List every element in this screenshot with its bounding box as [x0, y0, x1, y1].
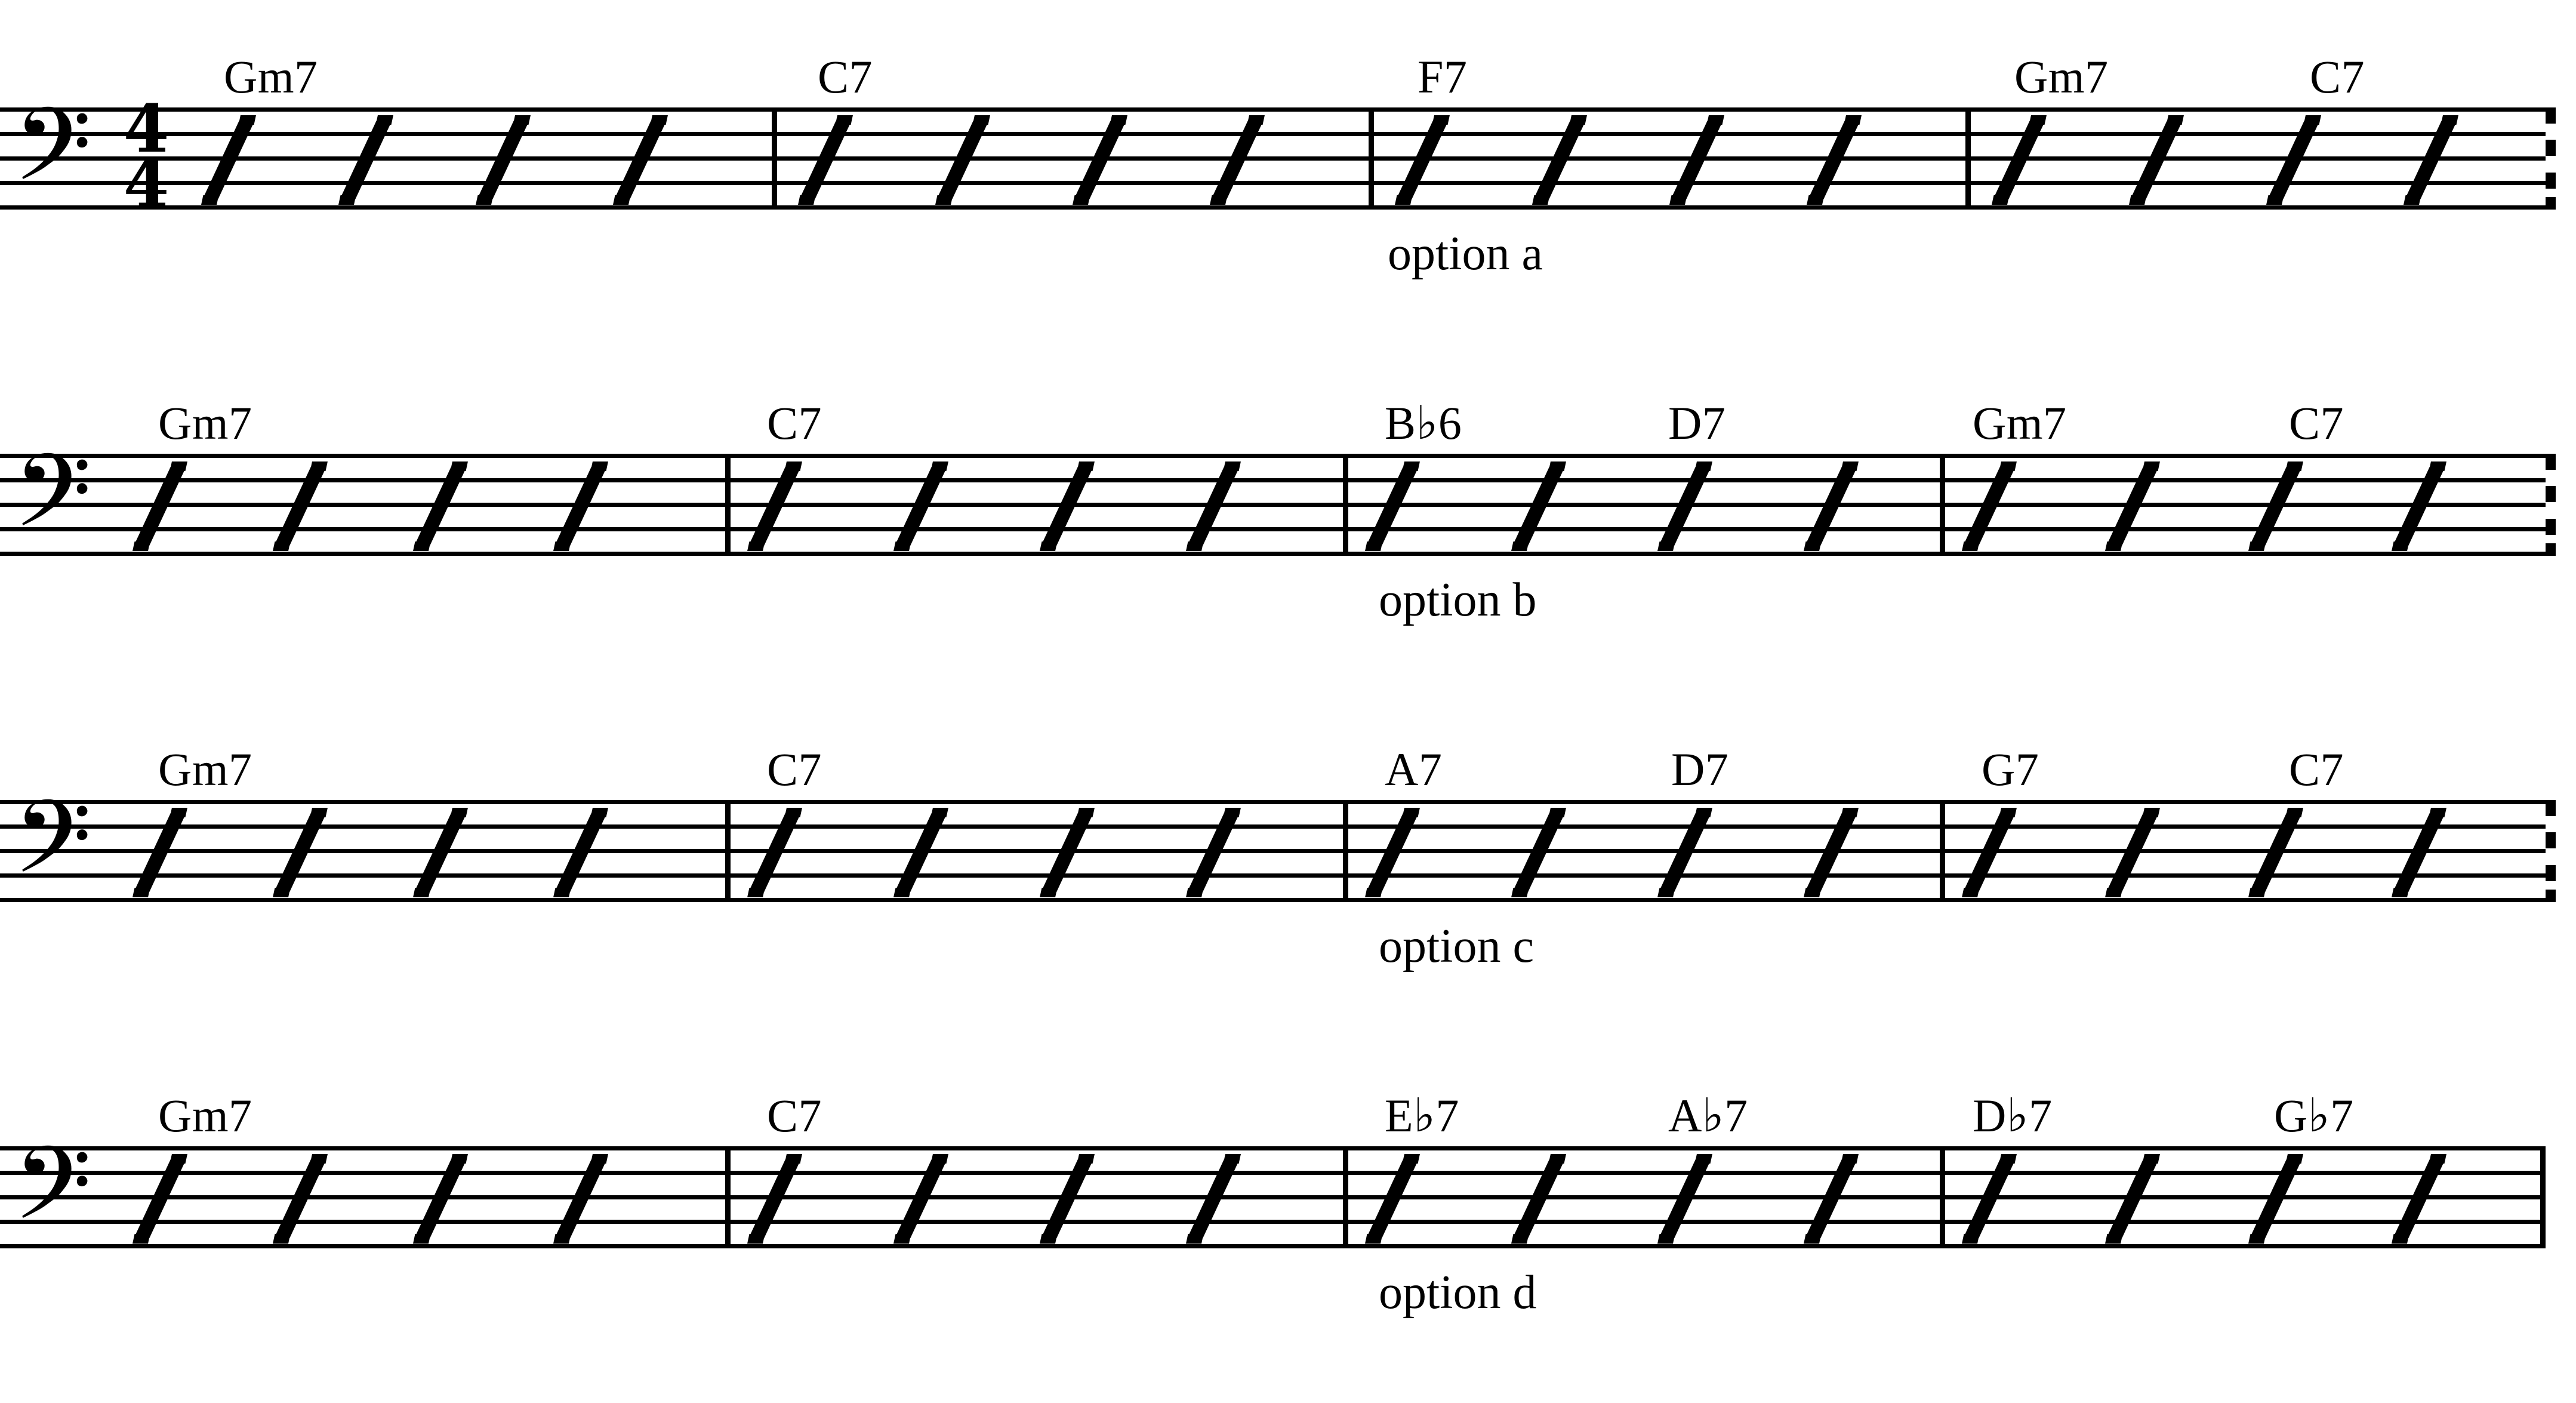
chord-symbol: A7	[1385, 743, 1443, 795]
bass-clef-icon: 𝄢	[13, 779, 92, 921]
bass-clef-icon: 𝄢	[13, 87, 92, 229]
staff: 𝄢	[0, 1136, 2576, 1258]
staff-line	[0, 156, 2546, 161]
staff-line	[0, 181, 2546, 185]
staff-line	[0, 107, 2546, 112]
staff-line	[0, 527, 2546, 531]
chord-symbol: F7	[1418, 51, 1468, 103]
barline-dash	[2546, 197, 2556, 210]
option-caption: option b	[1379, 574, 1537, 626]
dashed-barline	[2546, 107, 2556, 210]
barline	[1343, 1146, 1348, 1248]
barline	[772, 107, 777, 210]
chord-symbol: Gm7	[1973, 397, 2067, 449]
chord-symbol: Gm7	[224, 51, 318, 103]
chord-symbol: Gm7	[158, 1090, 252, 1142]
chord-symbol: Gm7	[158, 743, 252, 795]
dashed-barline	[2546, 800, 2556, 902]
time-signature-numerator: 4	[123, 90, 170, 167]
chord-symbol: C7	[2289, 397, 2344, 449]
barline-dash	[2546, 140, 2556, 156]
staff-line	[0, 205, 2546, 210]
option-caption: option c	[1379, 920, 1534, 973]
staff-line	[0, 454, 2546, 458]
chord-symbol: D♭7	[1973, 1090, 2053, 1142]
chord-symbol: D7	[1671, 743, 1729, 795]
barline-dash	[2546, 107, 2556, 124]
time-signature: 4 4	[119, 90, 173, 223]
barline-dash	[2546, 173, 2556, 189]
barline-dash	[2546, 865, 2556, 881]
chord-symbol: B♭6	[1385, 397, 1462, 449]
dashed-barline	[2546, 454, 2556, 556]
bass-clef-icon: 𝄢	[13, 1125, 92, 1267]
barline	[725, 454, 731, 556]
option-caption: option d	[1379, 1266, 1537, 1319]
barline-dash	[2546, 486, 2556, 502]
chord-symbol: G♭7	[2274, 1090, 2354, 1142]
barline	[1940, 454, 1945, 556]
chord-symbol: E♭7	[1385, 1090, 1459, 1142]
staff-line	[0, 1195, 2546, 1199]
staff-line	[0, 478, 2546, 482]
staff: 𝄢	[0, 443, 2576, 565]
system-option-a: Gm7 C7 F7 Gm7 C7 𝄢 4 4	[0, 51, 2576, 278]
barline-dash	[2546, 800, 2556, 816]
barline	[1940, 800, 1945, 902]
staff-line	[0, 1146, 2546, 1150]
staff-line	[0, 873, 2546, 878]
staff-line	[0, 1171, 2546, 1175]
staff: 𝄢 4 4	[0, 96, 2576, 219]
barline-dash	[2546, 890, 2556, 902]
barline	[1940, 1146, 1945, 1248]
staff-line	[0, 800, 2546, 804]
chord-symbol: C7	[818, 51, 873, 103]
chord-symbol: C7	[2310, 51, 2365, 103]
system-option-b: Gm7 C7 B♭6 D7 Gm7 C7 𝄢	[0, 397, 2576, 624]
barline	[725, 800, 731, 902]
time-signature-denominator: 4	[123, 145, 170, 223]
staff: 𝄢	[0, 789, 2576, 912]
chord-symbol: Gm7	[158, 397, 252, 449]
staff-line	[0, 1244, 2546, 1248]
barline	[1965, 107, 1971, 210]
chord-symbol: G7	[1982, 743, 2039, 795]
barline	[1369, 107, 1374, 210]
chord-symbol: A♭7	[1668, 1090, 1748, 1142]
barline-dash	[2546, 454, 2556, 470]
barline-dash	[2546, 519, 2556, 535]
chord-symbol: D7	[1668, 397, 1726, 449]
barline-dash	[2546, 832, 2556, 848]
staff-line	[0, 552, 2546, 556]
chord-symbol: C7	[767, 397, 822, 449]
barline	[1343, 800, 1348, 902]
system-option-d: Gm7 C7 E♭7 A♭7 D♭7 G♭7 𝄢 option	[0, 1090, 2576, 1316]
chord-symbol: C7	[767, 743, 822, 795]
chord-symbol: C7	[767, 1090, 822, 1142]
barline-dash	[2546, 543, 2556, 556]
staff-line	[0, 849, 2546, 853]
option-caption: option a	[1388, 227, 1543, 280]
system-option-c: Gm7 C7 A7 D7 G7 C7 𝄢	[0, 743, 2576, 970]
barline	[725, 1146, 731, 1248]
staff-line	[0, 132, 2546, 136]
barline	[2540, 1146, 2546, 1248]
barline	[1343, 454, 1348, 556]
staff-line	[0, 898, 2546, 902]
bass-clef-icon: 𝄢	[13, 433, 92, 575]
chord-symbol: Gm7	[2014, 51, 2109, 103]
staff-line	[0, 1220, 2546, 1224]
staff-line	[0, 824, 2546, 829]
chord-symbol: C7	[2289, 743, 2344, 795]
staff-line	[0, 503, 2546, 507]
